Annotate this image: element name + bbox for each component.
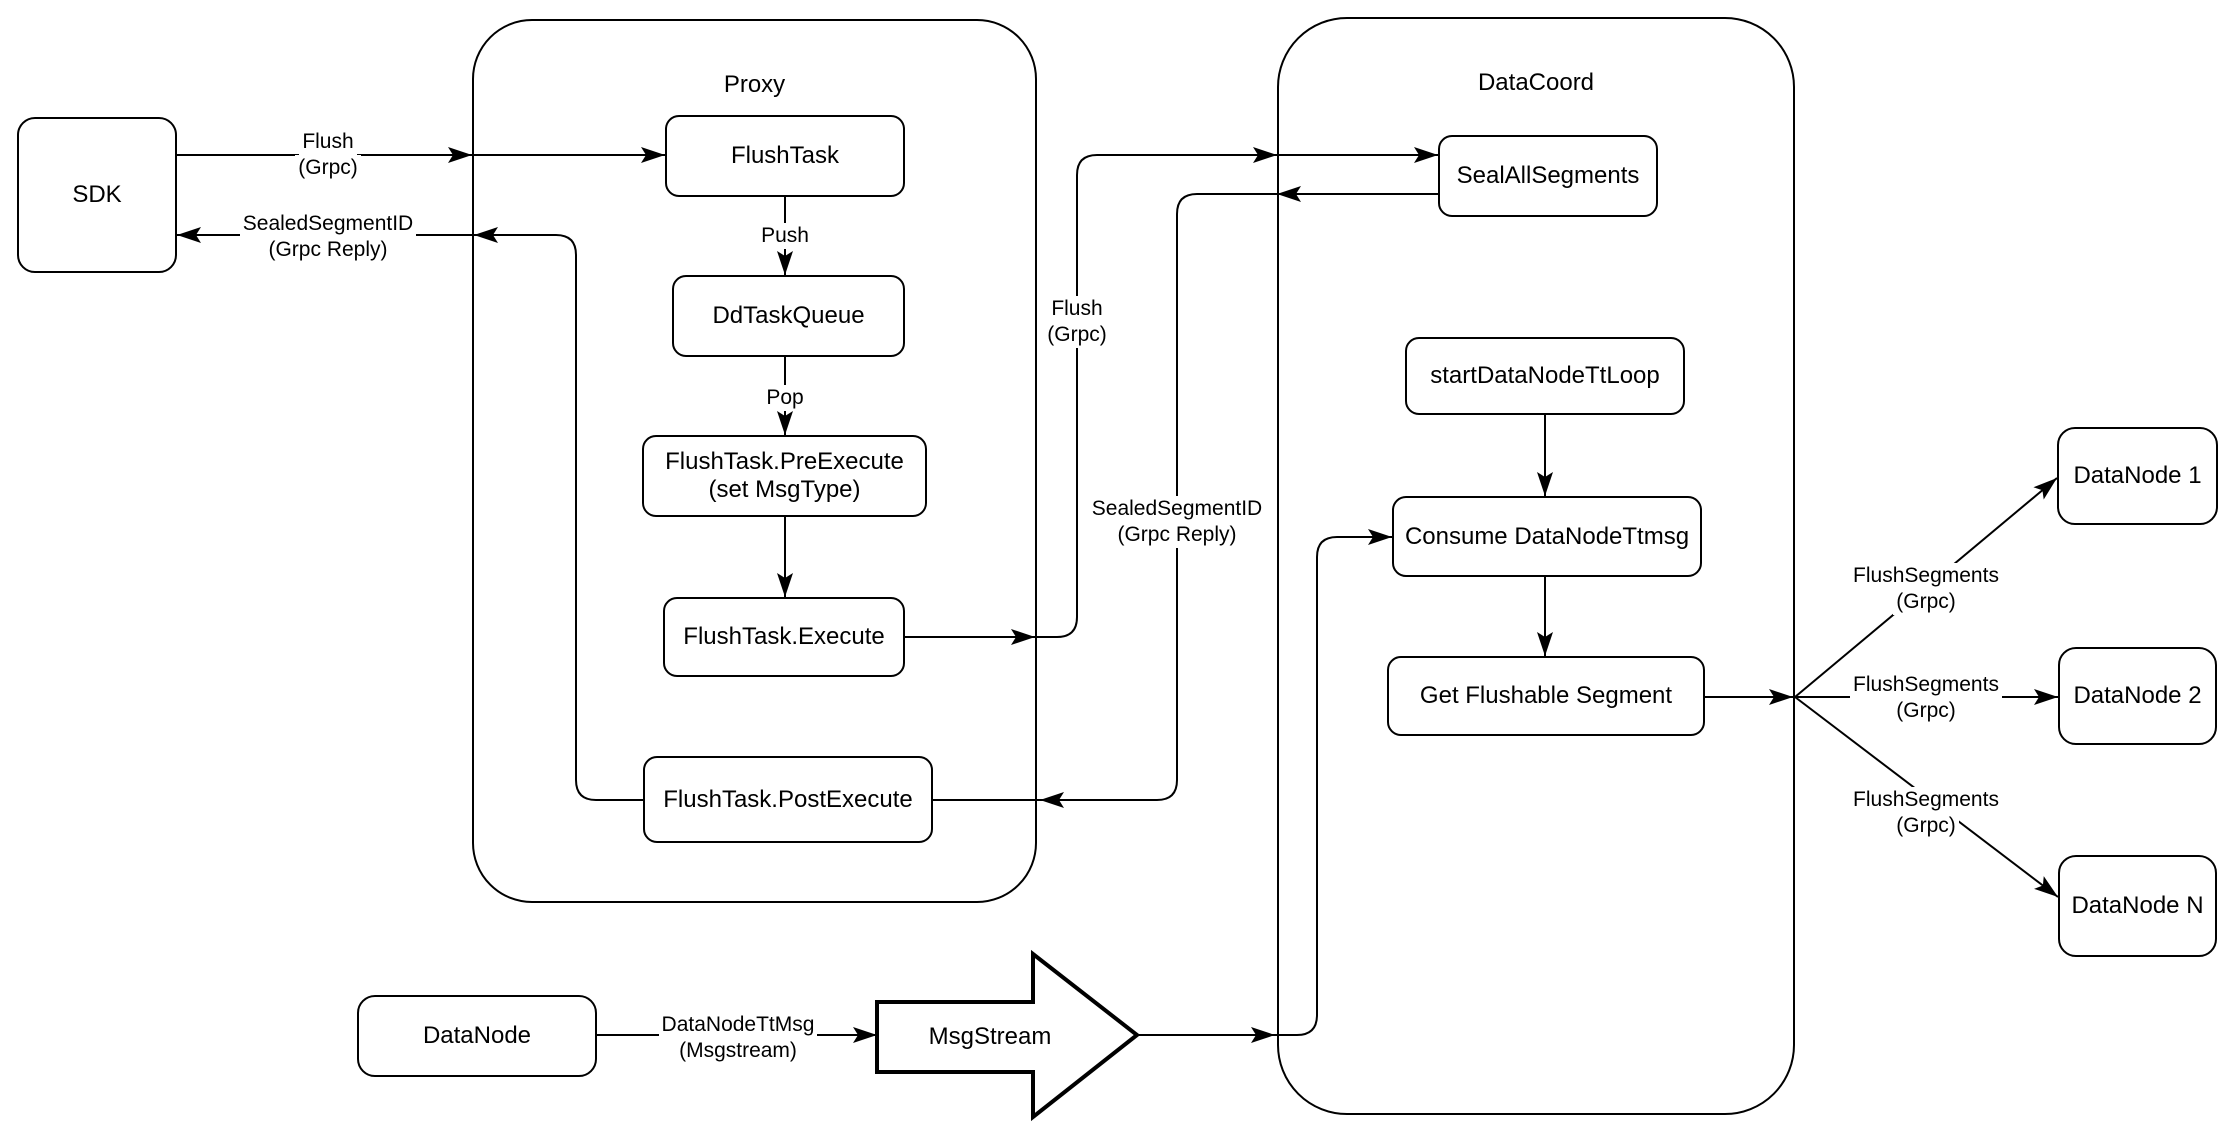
node-preexecute-label-line1: FlushTask.PreExecute: [665, 448, 904, 475]
edge-label-pop: Pop: [705, 385, 865, 411]
edge-label-sealedsegmentid-mid: SealedSegmentID (Grpc Reply): [1007, 496, 1347, 548]
node-datanoden-label: DataNode N: [2071, 892, 2204, 919]
node-preexecute: FlushTask.PreExecute (set MsgType): [642, 435, 927, 517]
arrowheads: [177, 147, 2058, 1043]
node-sdk: SDK: [17, 117, 177, 273]
proxy-container-title: Proxy: [723, 71, 786, 98]
node-ddtaskqueue-label: DdTaskQueue: [712, 302, 865, 329]
node-execute: FlushTask.Execute: [663, 597, 905, 677]
node-consumedatanodettmsg-label: Consume DataNodeTtmsg: [1404, 522, 1690, 550]
msgstream-arrow-shape: [875, 949, 1141, 1122]
node-flushtask-label: FlushTask: [730, 142, 840, 169]
msgstream-label: MsgStream: [928, 1023, 1052, 1050]
node-datanode1: DataNode 1: [2057, 427, 2218, 525]
node-getflushablesegment: Get Flushable Segment: [1387, 656, 1705, 736]
edge-msgstream-to-consume: [1137, 536, 1392, 1036]
edge-label-flushsegments-1: FlushSegments (Grpc): [1766, 563, 2086, 615]
edge-label-flushsegments-2: FlushSegments (Grpc): [1766, 672, 2086, 724]
node-datanode2: DataNode 2: [2058, 647, 2217, 745]
edge-execute-to-sealallsegments: [905, 154, 1438, 638]
node-sealallsegments: SealAllSegments: [1438, 135, 1658, 217]
node-datanoden: DataNode N: [2058, 855, 2217, 957]
edge-label-flushsegments-3: FlushSegments (Grpc): [1766, 787, 2086, 839]
node-consumedatanodettmsg: Consume DataNodeTtmsg: [1392, 496, 1702, 577]
node-execute-label: FlushTask.Execute: [683, 623, 885, 650]
node-datanode1-label: DataNode 1: [2073, 462, 2202, 489]
node-postexecute-label: FlushTask.PostExecute: [663, 785, 913, 813]
edge-postexecute-to-sdk: [177, 234, 643, 801]
node-sdk-label: SDK: [72, 181, 122, 208]
edge-label-sealedsegmentid-sdk: SealedSegmentID (Grpc Reply): [168, 211, 488, 263]
node-datanode-label: DataNode: [422, 1022, 532, 1049]
edge-label-push: Push: [705, 223, 865, 249]
node-ddtaskqueue: DdTaskQueue: [672, 275, 905, 357]
node-sealallsegments-label: SealAllSegments: [1456, 162, 1640, 189]
datacoord-container-title: DataCoord: [1477, 69, 1595, 96]
node-datanode: DataNode: [357, 995, 597, 1077]
edge-label-datanodettmsg: DataNodeTtMsg (Msgstream): [578, 1012, 898, 1064]
node-startdatanodettloop-label: startDataNodeTtLoop: [1430, 362, 1660, 389]
node-preexecute-label-line2: (set MsgType): [708, 476, 861, 503]
edge-label-flush-grpc-mid: Flush (Grpc): [917, 296, 1237, 348]
node-startdatanodettloop: startDataNodeTtLoop: [1405, 337, 1685, 415]
edge-label-flush-grpc-sdk: Flush (Grpc): [168, 129, 488, 181]
node-postexecute: FlushTask.PostExecute: [643, 756, 933, 843]
node-getflushablesegment-label: Get Flushable Segment: [1419, 682, 1673, 709]
node-flushtask: FlushTask: [665, 115, 905, 197]
node-datanode2-label: DataNode 2: [2073, 682, 2202, 709]
